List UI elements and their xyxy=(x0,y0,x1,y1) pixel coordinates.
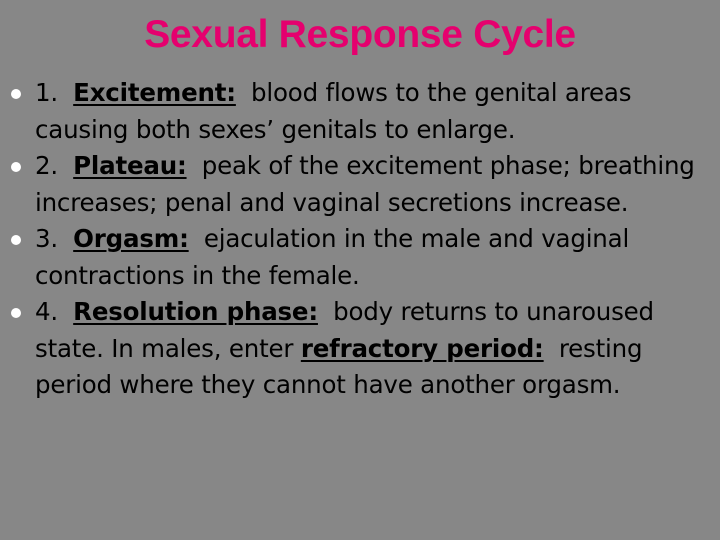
term-refractory-period: refractory period: xyxy=(300,333,544,363)
bullet-number: 2. xyxy=(35,151,58,180)
bullet-item-resolution: 4. Resolution phase: body returns to una… xyxy=(0,294,720,404)
bullet-text-2: resting period where they cannot have an… xyxy=(35,333,643,400)
bullet-text: peak of the excitement phase; breathing … xyxy=(35,151,695,217)
bullet-item-orgasm: 3. Orgasm: ejaculation in the male and v… xyxy=(0,221,720,294)
term-resolution-phase: Resolution phase: xyxy=(73,297,318,326)
bullet-dot-icon xyxy=(11,89,21,99)
bullet-item-plateau: 2. Plateau: peak of the excitement phase… xyxy=(0,148,720,221)
bullet-text: body returns to unaroused state. In male… xyxy=(35,297,654,363)
bullet-number: 1. xyxy=(35,78,58,107)
slide-title: Sexual Response Cycle xyxy=(144,13,576,56)
bullet-text: ejaculation in the male and vaginal cont… xyxy=(35,224,630,290)
bullet-number: 4. xyxy=(35,297,58,326)
bullet-text: blood flows to the genital areas causing… xyxy=(35,78,632,144)
term-plateau: Plateau: xyxy=(73,151,187,180)
bullet-dot-icon xyxy=(11,235,21,245)
bullet-list: 1. Excitement: blood flows to the genita… xyxy=(0,75,720,404)
bullet-number: 3. xyxy=(35,224,58,253)
term-orgasm: Orgasm: xyxy=(73,224,189,253)
bullet-dot-icon xyxy=(11,308,21,318)
bullet-item-excitement: 1. Excitement: blood flows to the genita… xyxy=(0,75,720,148)
bullet-dot-icon xyxy=(11,162,21,172)
term-excitement: Excitement: xyxy=(73,78,236,107)
